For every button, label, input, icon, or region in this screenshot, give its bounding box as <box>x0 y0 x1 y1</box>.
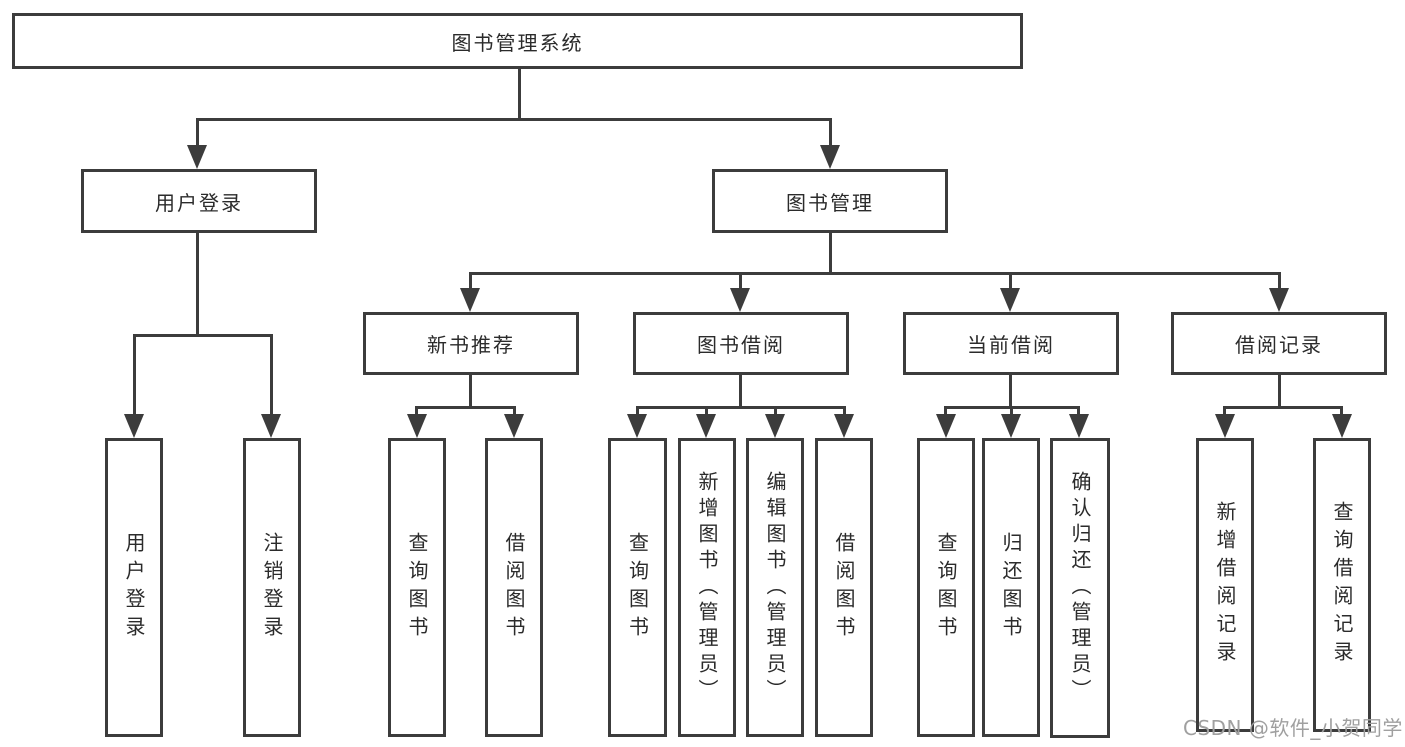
node-borrowing-records: 借阅记录 <box>1171 312 1387 375</box>
connector-borrowing-l1 <box>636 406 639 416</box>
connector-recommend-bar <box>415 406 516 409</box>
connector-to-current <box>1009 272 1012 290</box>
connector-to-borrowing <box>739 272 742 290</box>
connector-records-l2 <box>1340 406 1343 416</box>
connector-to-recommend <box>469 272 472 290</box>
arrowhead-book-management <box>820 145 840 169</box>
arrowhead-recommend <box>460 288 480 312</box>
arrowhead-borrowing-l1 <box>627 414 647 438</box>
leaf-query-books-current: 查询图书 <box>917 438 975 737</box>
connector-user-login-bar <box>133 334 273 337</box>
arrowhead-records <box>1269 288 1289 312</box>
connector-to-records <box>1278 272 1281 290</box>
connector-current-l3 <box>1077 406 1080 416</box>
watermark: CSDN @软件_小贺同学 <box>1183 716 1403 740</box>
leaf-query-books-recommend: 查询图书 <box>388 438 446 737</box>
arrowhead-current <box>1000 288 1020 312</box>
connector-recommend-l1 <box>415 406 418 416</box>
node-book-management: 图书管理 <box>712 169 948 233</box>
arrowhead-current-l2 <box>1001 414 1021 438</box>
arrowhead-current-l3 <box>1069 414 1089 438</box>
arrowhead-borrowing-l4 <box>834 414 854 438</box>
connector-to-leaf-user-login <box>133 334 136 416</box>
node-book-borrowing: 图书借阅 <box>633 312 849 375</box>
connector-to-book-management <box>829 118 832 148</box>
connector-borrowing-bar <box>636 406 846 409</box>
arrowhead-records-l1 <box>1215 414 1235 438</box>
connector-records-stub <box>1278 375 1281 409</box>
arrowhead-current-l1 <box>936 414 956 438</box>
connector-borrowing-l3 <box>774 406 777 416</box>
arrowhead-borrowing-l3 <box>765 414 785 438</box>
leaf-user-login: 用户登录 <box>105 438 163 737</box>
leaf-borrow-books-borrowing: 借阅图书 <box>815 438 873 737</box>
node-new-book-recommendation: 新书推荐 <box>363 312 579 375</box>
connector-current-stub <box>1009 375 1012 409</box>
arrowhead-leaf-logout <box>261 414 281 438</box>
connector-current-l2 <box>1010 406 1013 416</box>
arrowhead-recommend-l2 <box>504 414 524 438</box>
connector-current-l1 <box>944 406 947 416</box>
arrowhead-records-l2 <box>1332 414 1352 438</box>
connector-book-management-stub <box>829 233 832 275</box>
connector-user-login-stub <box>196 233 199 337</box>
connector-borrowing-l4 <box>843 406 846 416</box>
connector-recommend-stub <box>469 375 472 409</box>
leaf-confirm-return-admin: 确认归还（管理员） <box>1050 438 1110 738</box>
leaf-query-books-borrowing: 查询图书 <box>608 438 667 737</box>
arrowhead-user-login <box>187 145 207 169</box>
connector-to-leaf-logout <box>270 334 273 416</box>
node-root: 图书管理系统 <box>12 13 1023 69</box>
connector-borrowing-l2 <box>705 406 708 416</box>
arrowhead-recommend-l1 <box>407 414 427 438</box>
arrowhead-leaf-user-login <box>124 414 144 438</box>
connector-root-stub <box>518 67 521 120</box>
connector-records-l1 <box>1223 406 1226 416</box>
leaf-logout: 注销登录 <box>243 438 301 737</box>
arrowhead-borrowing-l2 <box>696 414 716 438</box>
leaf-query-borrow-record: 查询借阅记录 <box>1313 438 1371 732</box>
node-user-login: 用户登录 <box>81 169 317 233</box>
connector-to-user-login <box>196 118 199 148</box>
connector-book-management-bar <box>469 272 1281 275</box>
arrowhead-borrowing <box>730 288 750 312</box>
node-current-borrowing: 当前借阅 <box>903 312 1119 375</box>
leaf-return-books: 归还图书 <box>982 438 1040 737</box>
connector-recommend-l2 <box>513 406 516 416</box>
leaf-add-borrow-record: 新增借阅记录 <box>1196 438 1254 732</box>
connector-borrowing-stub <box>739 375 742 409</box>
connector-root-bar <box>196 118 832 121</box>
leaf-edit-books-admin: 编辑图书（管理员） <box>746 438 804 737</box>
leaf-add-books-admin: 新增图书（管理员） <box>678 438 736 737</box>
leaf-borrow-books-recommend: 借阅图书 <box>485 438 543 737</box>
connector-records-bar <box>1223 406 1343 409</box>
